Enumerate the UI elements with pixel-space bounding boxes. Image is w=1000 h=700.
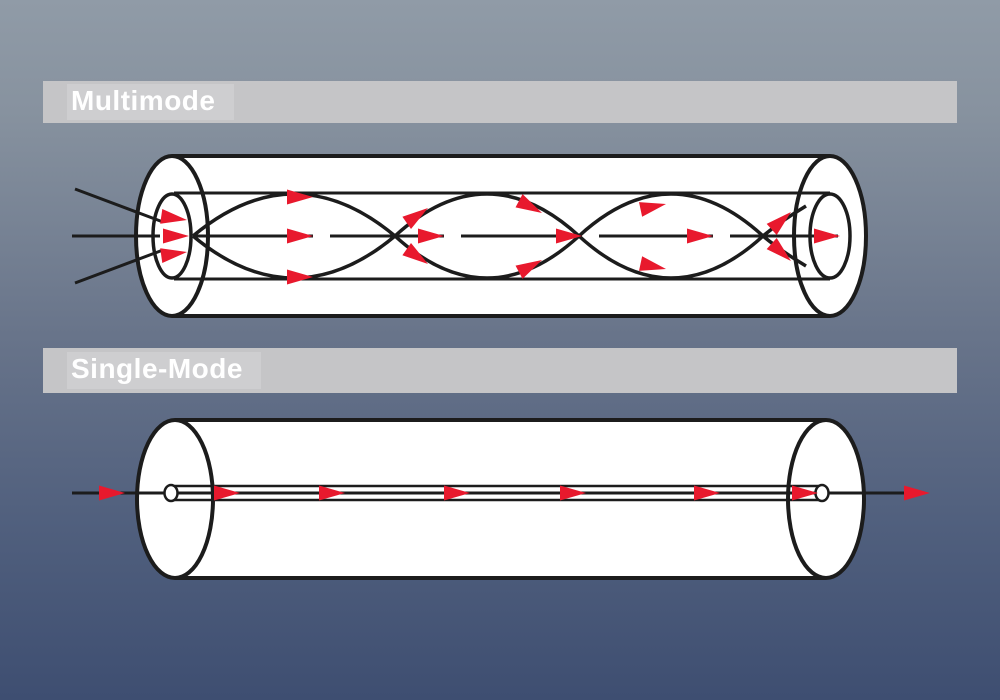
- bouncing-ray-down-first: [191, 192, 807, 280]
- single-mode-section-label: Single-Mode: [67, 352, 261, 389]
- single-mode-section-bar: Single-Mode: [43, 348, 957, 393]
- multimode-fiber-diagram: [72, 154, 868, 318]
- multimode-section-bar: Multimode: [43, 81, 957, 123]
- multimode-section-label: Multimode: [67, 83, 234, 121]
- ray-arrow-icon: [99, 485, 125, 501]
- input-ray-bottom: [74, 248, 164, 285]
- input-ray-top: [74, 187, 164, 224]
- single-mode-fiber-diagram: [72, 418, 930, 580]
- ray-arrow-icon: [904, 485, 930, 501]
- single-mode-core-left-face: [163, 483, 179, 503]
